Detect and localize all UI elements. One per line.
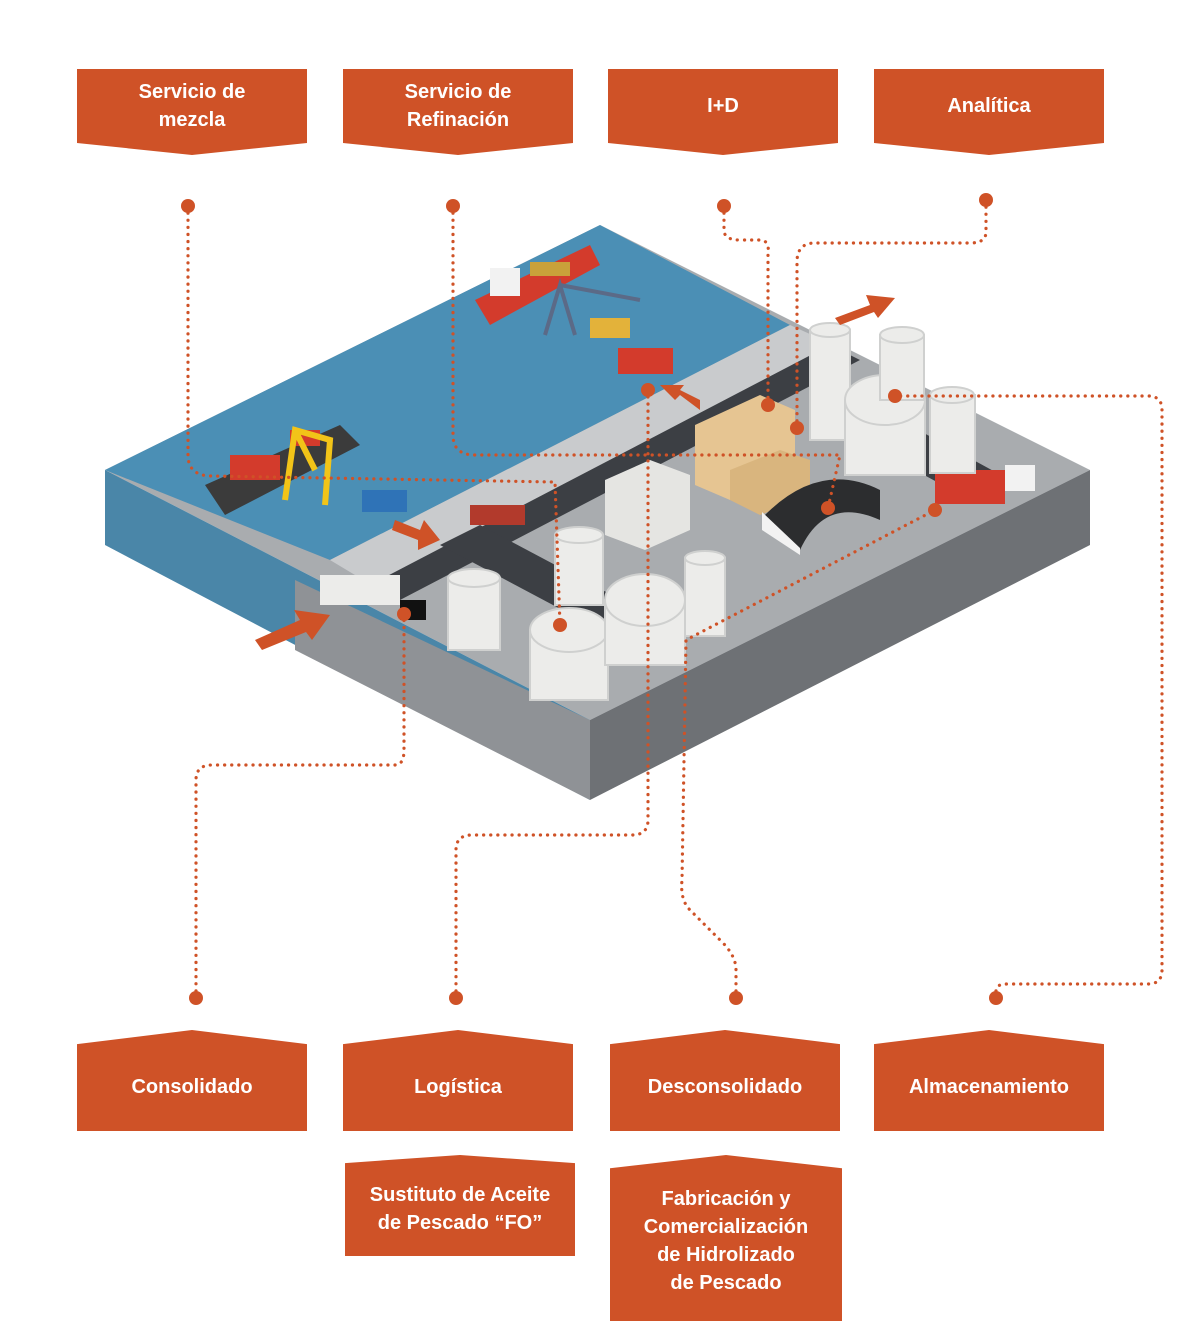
container-ship-icon (475, 245, 600, 325)
container (590, 318, 630, 338)
port-crane-icon (282, 426, 334, 506)
label-consolidado: Consolidado (77, 1030, 307, 1131)
port-crane-icon (543, 278, 641, 336)
storage-tank-icon (447, 322, 976, 701)
container-ship-icon (205, 425, 360, 515)
label-almacenamiento: Almacenamiento (874, 1030, 1104, 1131)
flow-arrow-icon (255, 295, 895, 650)
label-servicio-de-refinacion: Servicio de Refinación (343, 69, 573, 155)
label-servicio-de-mezcla: Servicio de mezcla (77, 69, 307, 155)
label-sustituto-aceite-pescado: Sustituto de Aceite de Pescado “FO” (345, 1155, 575, 1256)
connector-dots (181, 193, 1003, 1005)
label-desconsolidado: Desconsolidado (610, 1030, 840, 1131)
quay (330, 325, 845, 590)
container (618, 348, 673, 374)
truck-icon (935, 465, 1035, 504)
warehouse-icon (762, 479, 880, 555)
label-i-mas-d: I+D (608, 69, 838, 155)
connector-lines (186, 198, 1164, 1000)
label-logistica: Logística (343, 1030, 573, 1131)
container (362, 490, 407, 512)
label-hidrolizado-de-pescado: Fabricación y Comercialización de Hidrol… (610, 1155, 842, 1321)
truck-icon (470, 505, 525, 525)
label-analitica: Analítica (874, 69, 1104, 155)
